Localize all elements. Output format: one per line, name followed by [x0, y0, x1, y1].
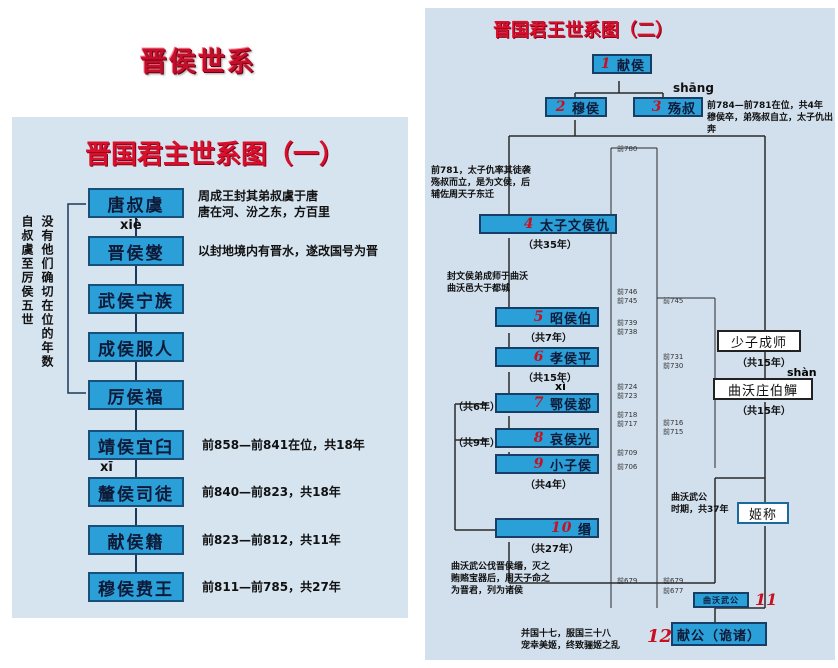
ruler-xiaohou: 6 孝侯平	[495, 347, 599, 367]
ruler-name: 哀侯光	[549, 432, 592, 448]
ruler-name: 小子侯	[549, 458, 592, 474]
ruler-xianhou-ji: 献侯籍	[88, 525, 184, 555]
year-label: 前723	[617, 392, 638, 400]
duration-ehou: （共6年）	[453, 402, 500, 413]
note-xihou: 前840—前823，共18年	[202, 485, 341, 499]
note-jin: 以封地境内有晋水，遂改国号为晋	[198, 244, 379, 258]
year-label: 前677	[663, 587, 684, 595]
number-twelve: 12	[647, 626, 673, 647]
quwo-jicheng: 姬称	[737, 502, 789, 524]
ruler-number: 3	[651, 99, 663, 115]
duration-zhaohou: （共7年）	[525, 333, 572, 344]
ruler-name: 太子文侯仇	[539, 218, 610, 234]
ruler-name: 鄂侯郄	[549, 397, 592, 413]
ruler-zhaohou: 5 昭侯伯	[495, 307, 599, 327]
ruler-ehou: 7 鄂侯郄	[495, 393, 599, 413]
duration-min: （共27年）	[525, 544, 579, 555]
panel-one-title: 晋国君主世系图（一）	[84, 140, 345, 170]
pinyin-xie: xiè	[120, 218, 142, 233]
year-label: 前716	[663, 419, 684, 427]
year-label: 前718	[617, 411, 638, 419]
note-jinghou: 前858—前841在位，共18年	[202, 438, 365, 452]
duration-chengshi: （共15年）	[737, 358, 791, 369]
ruler-muhou-feiwang: 穆侯费王	[88, 572, 184, 602]
year-label: 前730	[663, 362, 684, 370]
ruler-lihou-fu: 厉侯福	[88, 380, 184, 410]
year-label: 前731	[663, 353, 684, 361]
year-label: 前745	[663, 297, 684, 305]
note-tang: 周成王封其弟叔虞于唐 唐在河、汾之东，方百里	[198, 189, 331, 219]
page-title: 晋侯世系	[140, 47, 256, 78]
note-wenhou: 前781，太子仇率其徒袭 殇叔而立，是为文侯，后 辅佐周天子东迁	[431, 166, 531, 200]
year-label: 前746	[617, 288, 638, 296]
chart-panel-two: 晋国君王世系图（二）	[425, 8, 835, 660]
year-label: 前706	[617, 463, 638, 471]
note-wugong-mie: 曲沃武公伐晋侯缗，灭之 贿赂宝器后，周天子命之 为晋君，列为诸侯	[451, 562, 551, 596]
year-label: 前679	[663, 577, 684, 585]
duration-aihou: （共9年）	[453, 438, 500, 449]
pinyin-shan: shàn	[787, 366, 817, 379]
year-label: 前679	[617, 577, 638, 585]
ruler-wuhou-ningzu: 武侯宁族	[88, 284, 184, 314]
ruler-number: 4	[523, 216, 535, 232]
number-eleven: 11	[755, 590, 778, 609]
ruler-number: 6	[533, 349, 545, 365]
pinyin-shang: shāng	[673, 81, 714, 95]
ruler-name: 穆侯	[571, 101, 600, 117]
year-label: 前715	[663, 428, 684, 436]
note-chengshi: 封文侯弟成师于曲沃 曲沃邑大于都城	[447, 272, 529, 294]
ruler-jinhou-xie: 晋侯燮	[88, 236, 184, 266]
ruler-xianhou: 1 献侯	[592, 54, 652, 74]
ruler-wenhou: 4 太子文侯仇	[479, 214, 617, 234]
ruler-number: 5	[533, 309, 545, 325]
ruler-name: 昭侯伯	[549, 311, 592, 327]
note-shangshu: 前784—前781在位，共4年 穆侯卒，弟殇叔自立，太子仇出奔	[707, 101, 834, 135]
panel-two-title: 晋国君王世系图（二）	[493, 20, 673, 41]
duration-xiaohou: （共15年）	[523, 373, 577, 384]
ruler-number: 1	[600, 56, 612, 72]
year-label: 前745	[617, 297, 638, 305]
chart-panel-one: 晋国君主世系图（一） 自叔虞至厉侯五世 没有他们确切在位的年数 唐叔虞 xiè …	[12, 117, 408, 618]
side-note-a: 自叔虞至厉侯五世	[20, 215, 34, 327]
year-label: 前738	[617, 328, 638, 336]
duration-xiaozi: （共4年）	[525, 480, 572, 491]
duration-wenhou: （共35年）	[523, 240, 577, 251]
ruler-number: 2	[555, 99, 567, 115]
ruler-name: 孝侯平	[549, 351, 592, 367]
pinyin-xi-p2: xì	[555, 380, 566, 393]
year-label: 前780	[617, 145, 638, 153]
ruler-chenghou-furen: 成侯服人	[88, 332, 184, 362]
ruler-number: 9	[533, 456, 545, 472]
ruler-name: 殇叔	[667, 101, 696, 117]
quwo-chengshi: 少子成师	[717, 330, 801, 352]
year-label: 前709	[617, 449, 638, 457]
note-wugong-shi: 曲沃武公 时期，共37年	[671, 493, 729, 515]
note-xiangong: 并国十七，服国三十八 宠幸美姬，终致骊姬之乱	[521, 629, 621, 651]
ruler-xihou-situ: 釐侯司徒	[88, 477, 184, 507]
year-label: 前724	[617, 383, 638, 391]
year-label: 前717	[617, 420, 638, 428]
ruler-muhou: 2 穆侯	[545, 97, 607, 117]
ruler-name: 献侯	[616, 58, 645, 74]
quwo-zhuangbo: 曲沃庄伯鱓	[713, 378, 813, 400]
ruler-tang-shuyu: 唐叔虞	[88, 188, 184, 218]
pinyin-xi: xī	[100, 460, 113, 475]
ruler-number: 7	[533, 395, 545, 411]
year-label: 前739	[617, 319, 638, 327]
note-muhou: 前811—前785，共27年	[202, 580, 341, 594]
ruler-number: 8	[533, 430, 545, 446]
panel-one-connectors	[67, 203, 137, 574]
ruler-number: 10	[550, 520, 573, 536]
ruler-shangshu: 3 殇叔	[633, 97, 703, 117]
ruler-jinghou-yijiu: 靖侯宜臼	[88, 430, 184, 460]
ruler-xiaozihou: 9 小子侯	[495, 454, 599, 474]
ruler-min: 10 缗	[495, 518, 599, 538]
duration-zhuangbo: （共15年）	[737, 406, 791, 417]
ruler-wugong: 曲沃武公	[693, 592, 749, 608]
ruler-name: 缗	[577, 522, 592, 538]
side-note-b: 没有他们确切在位的年数	[40, 215, 54, 369]
note-xianhou: 前823—前812，共11年	[202, 533, 341, 547]
ruler-aihou: 8 哀侯光	[495, 428, 599, 448]
ruler-xiangong: 献公（诡诸）	[671, 622, 767, 646]
